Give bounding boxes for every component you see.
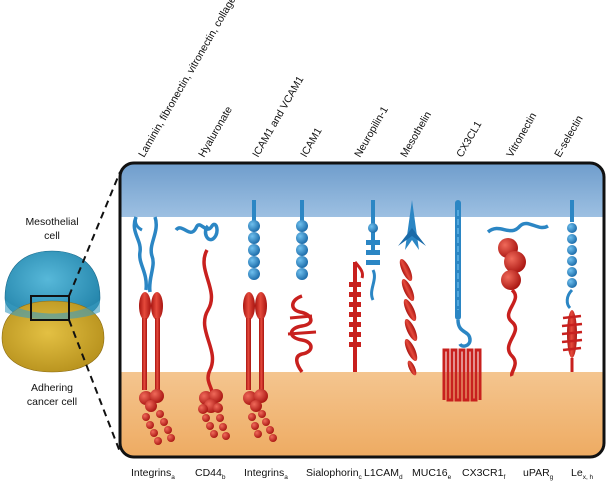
label-sialophorin: Sialophorinc	[306, 467, 363, 481]
label-laminin: Laminin, fibronectin, vitronectin, colla…	[136, 0, 261, 160]
label-muc16: MUC16e	[412, 467, 452, 481]
integrins-laminin-pair	[132, 216, 175, 445]
label-icam1: ICAM1	[298, 126, 325, 160]
cancer-label-line1: Adhering	[31, 382, 73, 394]
cancer-label-line2: cancer cell	[27, 396, 77, 408]
sialophorin-icam1-pair	[287, 200, 317, 374]
muc16-mesothelin-pair	[398, 200, 426, 376]
cd44-hyaluronate-pair	[174, 222, 230, 440]
l1cam-neuropilin-pair	[349, 200, 380, 372]
label-lex: Lex, h	[571, 467, 594, 481]
zoom-panel-border	[118, 161, 606, 459]
label-cd44: CD44b	[195, 467, 226, 481]
label-l1cam: L1CAMd	[364, 467, 403, 481]
mesothelial-label-line1: Mesothelial	[25, 216, 78, 228]
label-neuropilin: Neuropilin-1	[352, 104, 391, 159]
zoom-region	[30, 295, 70, 321]
integrins-icam1-vcam1-pair	[243, 200, 277, 442]
cx3cr1-cx3cl1-pair	[442, 200, 482, 402]
label-integrins-2: Integrinsa	[244, 467, 288, 481]
upar-vitronectin-pair	[486, 221, 549, 377]
zoom-line-top	[68, 171, 121, 297]
label-vitronectin: Vitronectin	[504, 111, 539, 160]
label-eselectin: E-selectin	[552, 113, 586, 159]
mesothelial-membrane	[120, 163, 604, 217]
lex-eselectin-pair	[561, 200, 583, 372]
cancer-membrane	[120, 372, 604, 457]
zoom-panel	[120, 163, 604, 457]
label-upar: uPARg	[523, 467, 554, 481]
label-mesothelin: Mesothelin	[398, 109, 434, 159]
label-integrins-1: Integrinsa	[131, 467, 175, 481]
label-hyaluronate: Hyaluronate	[196, 104, 235, 159]
label-cx3cr1: CX3CR1f	[462, 467, 505, 481]
cell-pair-illustration	[1, 171, 121, 453]
label-icam1-vcam1: ICAM1 and VCAM1	[250, 74, 306, 159]
mesothelial-cell-overlap	[5, 300, 100, 320]
label-cx3cl1: CX3CL1	[454, 119, 484, 160]
mesothelial-label-line2: cell	[44, 230, 60, 242]
